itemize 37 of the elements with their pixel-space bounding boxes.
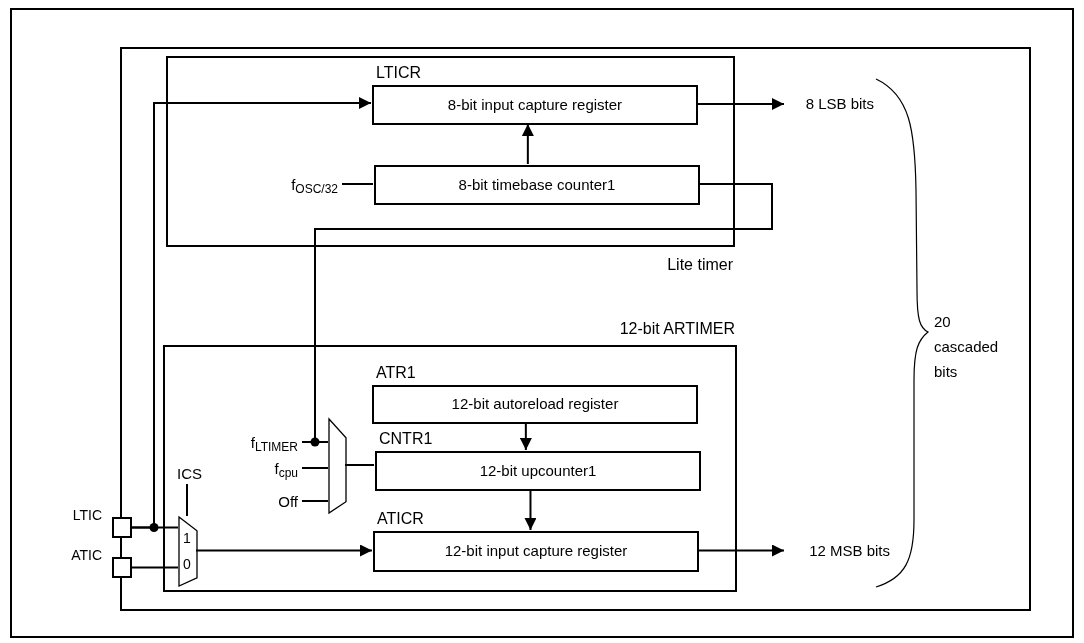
arrow [696,98,785,110]
arrow [521,123,534,165]
connector-line [301,467,329,469]
connector-line [341,183,374,185]
output-label: 12 MSB bits [808,540,891,561]
block-label: 12-bit ARTIMER [619,319,735,339]
clock-signal-label: f$_{cpu}$ [273,458,299,481]
input-number: 0 [183,557,191,571]
connector-line [344,464,375,466]
block-label: ATICR [377,509,424,529]
input-number: 1 [183,531,191,545]
box-text: 8-bit input capture register [447,94,623,115]
clock-signal-label: f$_{OSC/32}$ [290,174,339,197]
block-label: LTICR [376,63,422,83]
box-text: 12-bit autoreload register [451,394,619,415]
clock-signal-label: f$_{LTIMER}$ [249,432,299,455]
connector-line [301,500,329,502]
connector-line [186,483,188,517]
arrow [697,544,785,557]
signal-label: Off [277,491,299,512]
box-text: 8-bit timebase counter1 [458,174,616,195]
arrow [524,489,537,531]
arrow [131,97,372,529]
block-label: Lite timer [667,255,733,275]
arrow [195,544,373,557]
arrow [519,422,532,451]
pin-label: ATIC [71,546,102,565]
box-text: 12-bit input capture register [444,541,628,562]
output-label: 8 LSB bits [804,93,875,114]
block-label: CNTR1 [379,429,433,449]
annotation-text: 20 cascaded bits [934,312,1000,382]
pin-label: LTIC [72,506,102,525]
signal-label: ICS [176,463,203,484]
connector-line [131,566,179,569]
box-text: 12-bit upcounter1 [479,460,597,481]
block-label: ATR1 [376,363,416,383]
counter-box [374,165,700,205]
